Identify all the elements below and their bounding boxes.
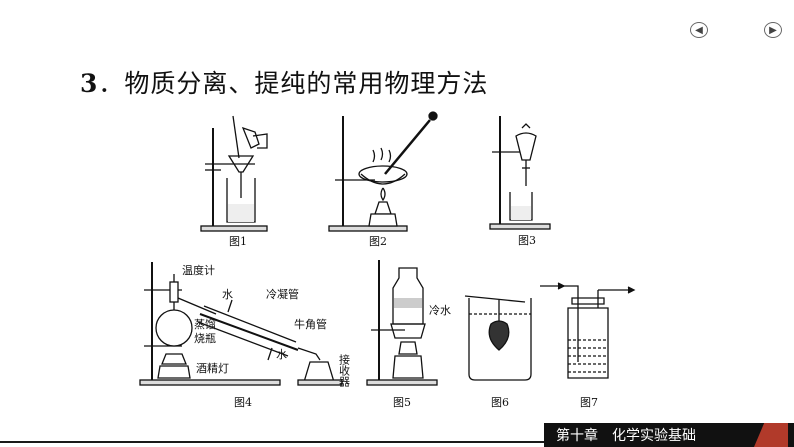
figure-1-filtration: 图1 [200, 115, 268, 248]
prev-slide-button[interactable]: ◀ [690, 22, 708, 38]
cold-water-label: 冷水 [429, 304, 451, 317]
left-arrow-icon: ◀ [695, 24, 703, 36]
footer: 第十章 化学实验基础 [0, 423, 794, 447]
thermometer-label: 温度计 [182, 263, 215, 277]
condenser-label: 冷凝管 [266, 287, 299, 301]
slide-title: 3．物质分离、提纯的常用物理方法 [80, 64, 488, 100]
figure-5-sublimation: 冷水 图5 [366, 260, 451, 409]
water-outlet-label: 水 [276, 348, 287, 361]
figure-6-caption: 图6 [491, 396, 509, 409]
title-text: ．物质分离、提纯的常用物理方法 [98, 69, 489, 98]
figure-3-separation: 图3 [489, 116, 551, 247]
chapter-title: 化学实验基础 [612, 428, 696, 444]
chapter-banner: 第十章 化学实验基础 [544, 423, 794, 447]
figure-1-caption: 图1 [229, 235, 247, 248]
next-slide-button[interactable]: ▶ [764, 22, 782, 38]
receiver-label: 接收器 [338, 354, 351, 388]
figure-3-caption: 图3 [518, 234, 536, 247]
figure-7-caption: 图7 [580, 396, 598, 409]
water-inlet-label: 水 [222, 288, 233, 301]
footer-divider [0, 441, 794, 443]
figure-4-distillation: 温度计 水 冷凝管 牛角管 蒸馏 烧瓶 水 酒精灯 接收器 图4 [139, 262, 351, 409]
right-arrow-icon: ▶ [769, 24, 777, 36]
figure-4-caption: 图4 [234, 396, 252, 409]
lamp-label: 酒精灯 [196, 362, 229, 375]
chapter-number: 第十章 [556, 428, 598, 444]
adapter-label: 牛角管 [294, 317, 327, 331]
flask-label-line1: 蒸馏 [194, 317, 216, 331]
figure-7-gas-washing: 图7 [540, 282, 636, 409]
figure-2-evaporation: 图2 [328, 111, 438, 248]
title-number: 3 [80, 69, 99, 98]
flask-label-line2: 烧瓶 [194, 331, 216, 345]
figure-6-dialysis: 图6 [464, 295, 532, 409]
figure-5-caption: 图5 [393, 396, 411, 409]
footer-accent-shape [754, 423, 788, 447]
figure-2-caption: 图2 [369, 235, 387, 248]
